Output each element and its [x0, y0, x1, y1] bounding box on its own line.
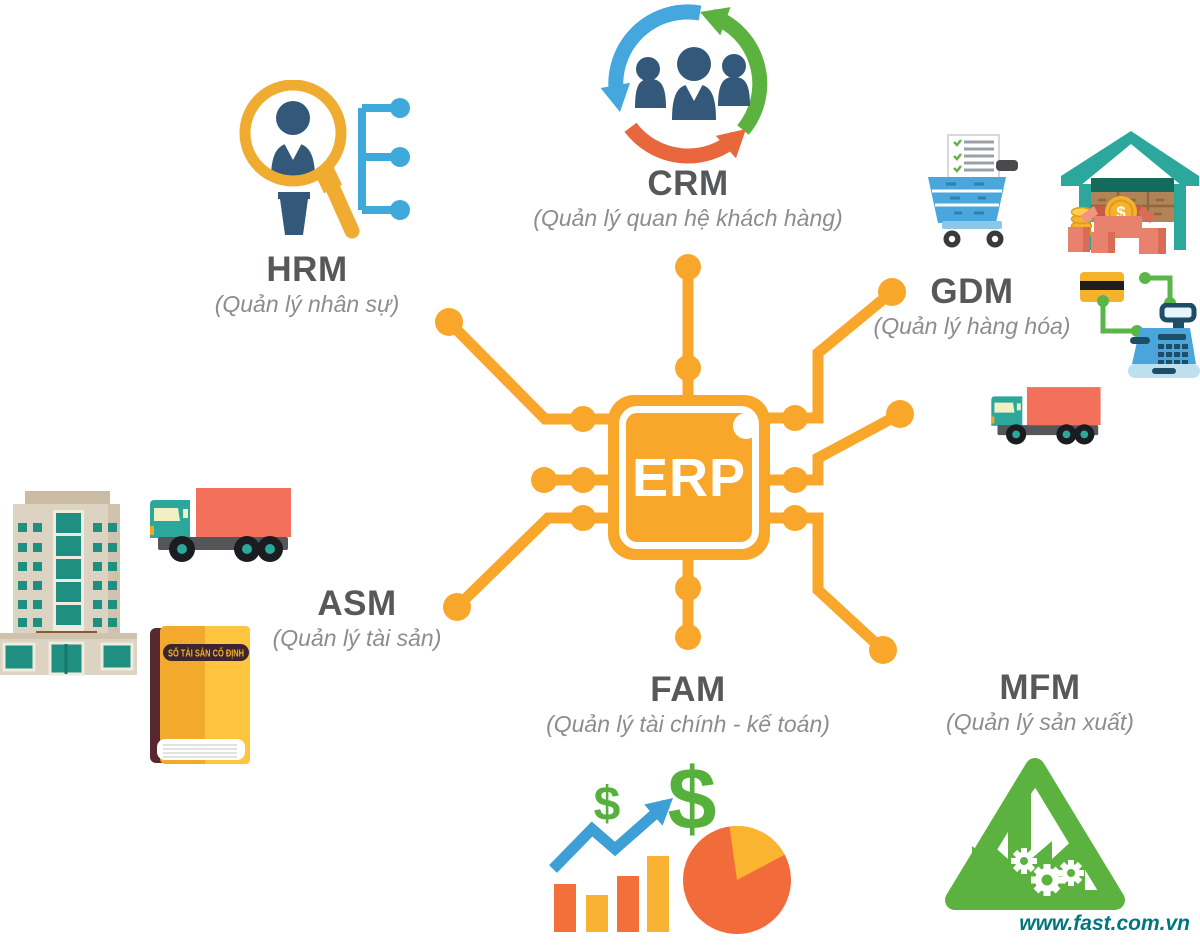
payment-card-icon — [1080, 272, 1176, 337]
shopping-cart-icon — [928, 134, 1018, 248]
cash-register-icon — [1128, 303, 1200, 378]
module-code: ASM — [317, 584, 397, 623]
module-subtitle: (Quản lý hàng hóa) — [873, 312, 1071, 339]
people-cycle-icon — [600, 4, 768, 164]
delivery-truck-icon — [150, 488, 291, 562]
module-code: HRM — [266, 250, 348, 289]
growth-arrow-icon — [549, 799, 670, 873]
connector-dots — [435, 254, 914, 664]
book-title: SỔ TÀI SẢN CỐ ĐỊNH — [168, 646, 244, 660]
module-code: FAM — [650, 670, 726, 709]
chip-corner-dot — [733, 413, 759, 439]
module-subtitle: (Quản lý tài chính - kế toán) — [546, 710, 830, 737]
warehouse-icon: $ — [1061, 131, 1199, 254]
module-subtitle: (Quản lý quan hệ khách hàng) — [533, 204, 843, 231]
people-group — [635, 47, 750, 120]
coin-dollar: $ — [1116, 203, 1126, 222]
module-code: CRM — [647, 164, 729, 203]
bar-chart-icon — [554, 856, 669, 932]
boxes — [1068, 227, 1166, 254]
dollar-icon: $ — [668, 752, 717, 848]
module-subtitle: (Quản lý nhân sự) — [214, 290, 400, 317]
office-building-icon — [0, 491, 137, 676]
module-code: GDM — [930, 272, 1014, 311]
chip-label: ERP — [631, 447, 747, 508]
module-subtitle: (Quản lý sản xuất) — [946, 708, 1134, 735]
module-label-hrm: HRM (Quản lý nhân sự) — [157, 250, 457, 317]
module-label-gdm: GDM (Quản lý hàng hóa) — [822, 272, 1122, 339]
gear-icon — [1011, 848, 1084, 896]
dollar-icon: $ — [594, 778, 621, 831]
asset-book-icon: SỔ TÀI SẢN CỐ ĐỊNH — [150, 626, 250, 764]
erp-chip-icon: ERP — [608, 395, 770, 560]
pie-chart-icon — [683, 825, 791, 934]
person-search-icon — [239, 80, 410, 239]
website-link[interactable]: www.fast.com.vn — [1019, 912, 1190, 935]
module-label-asm: ASM (Quản lý tài sản) — [207, 584, 507, 651]
module-label-crm: CRM (Quản lý quan hệ khách hàng) — [488, 164, 888, 231]
module-code: MFM — [999, 668, 1081, 707]
finance-chart-icon: $ $ — [549, 752, 791, 934]
chip-frame: ERP — [619, 406, 759, 549]
module-label-mfm: MFM (Quản lý sản xuất) — [890, 668, 1190, 735]
delivery-truck-icon — [991, 387, 1101, 445]
green-manufacturing-icon — [945, 758, 1125, 910]
factory-silhouette — [972, 794, 1085, 892]
module-label-fam: FAM (Quản lý tài chính - kế toán) — [488, 670, 888, 737]
module-subtitle: (Quản lý tài sản) — [272, 624, 442, 651]
